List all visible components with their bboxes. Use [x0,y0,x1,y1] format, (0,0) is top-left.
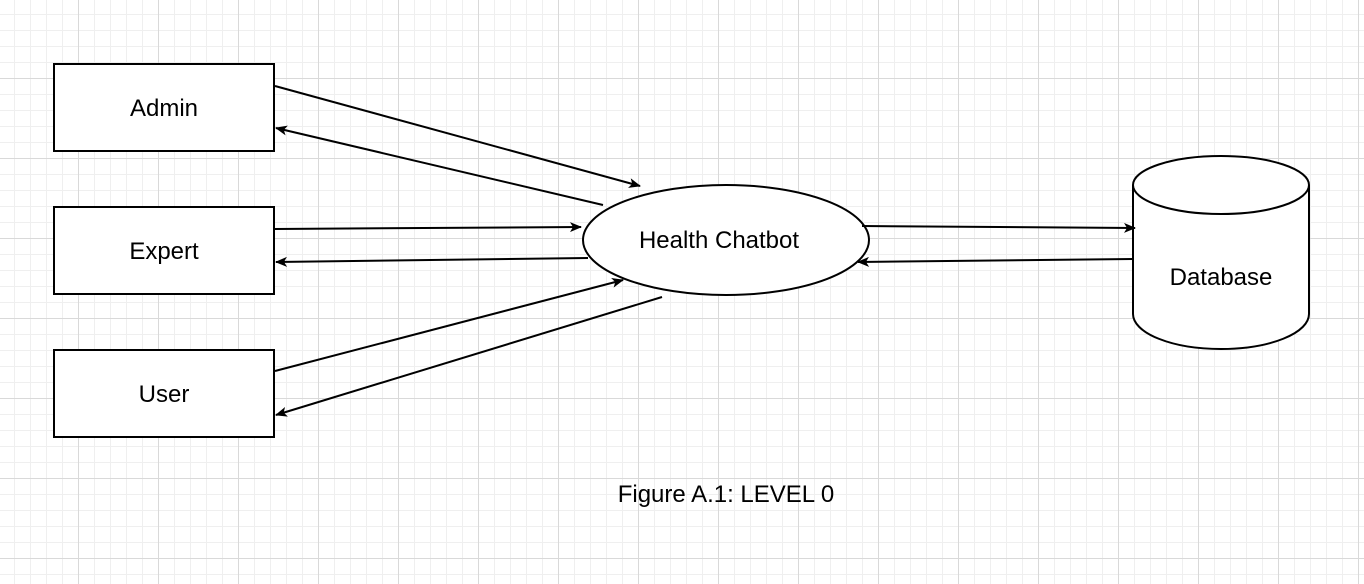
health-chatbot-label: Health Chatbot [639,227,799,254]
flow-chatbot-to-database [861,222,1136,233]
flow-database-to-chatbot [857,256,1134,267]
admin-entity[interactable]: Admin [53,63,275,152]
database-datastore[interactable]: Database [1132,155,1310,350]
flow-user-to-chatbot [274,277,624,372]
flow-chatbot-to-user [275,296,663,417]
flow-chatbot-to-admin [275,125,604,206]
figure-caption: Figure A.1: LEVEL 0 [618,481,835,508]
user-entity[interactable]: User [53,349,275,438]
database-label: Database [1170,264,1273,291]
expert-entity-label: Expert [129,238,199,265]
flow-chatbot-to-expert [275,256,589,267]
flow-admin-to-chatbot [274,85,641,188]
flow-expert-to-chatbot [274,222,582,233]
admin-entity-label: Admin [130,95,198,122]
user-entity-label: User [139,381,190,408]
expert-entity[interactable]: Expert [53,206,275,295]
health-chatbot-process[interactable]: Health Chatbot [582,184,870,296]
